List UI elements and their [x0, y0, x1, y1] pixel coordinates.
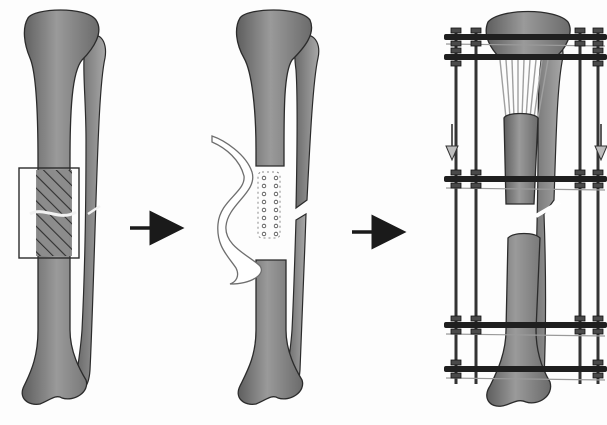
panel-1-intact-tibia — [19, 10, 106, 404]
panel-2-segment-chain — [258, 172, 280, 238]
ring-5 — [444, 366, 607, 372]
panel-2-fibula-upper — [295, 35, 319, 208]
panel-2-removed-segment — [212, 136, 261, 284]
ring-3 — [444, 176, 607, 182]
panel-3-external-fixator — [444, 12, 607, 407]
ring-4 — [444, 322, 607, 328]
panel-3-transport-segment — [504, 114, 538, 205]
panel-2-resected-tibia — [212, 10, 319, 404]
panel-2-chain-dots — [262, 176, 278, 236]
ring-1 — [444, 34, 607, 40]
ring-2 — [444, 54, 607, 60]
